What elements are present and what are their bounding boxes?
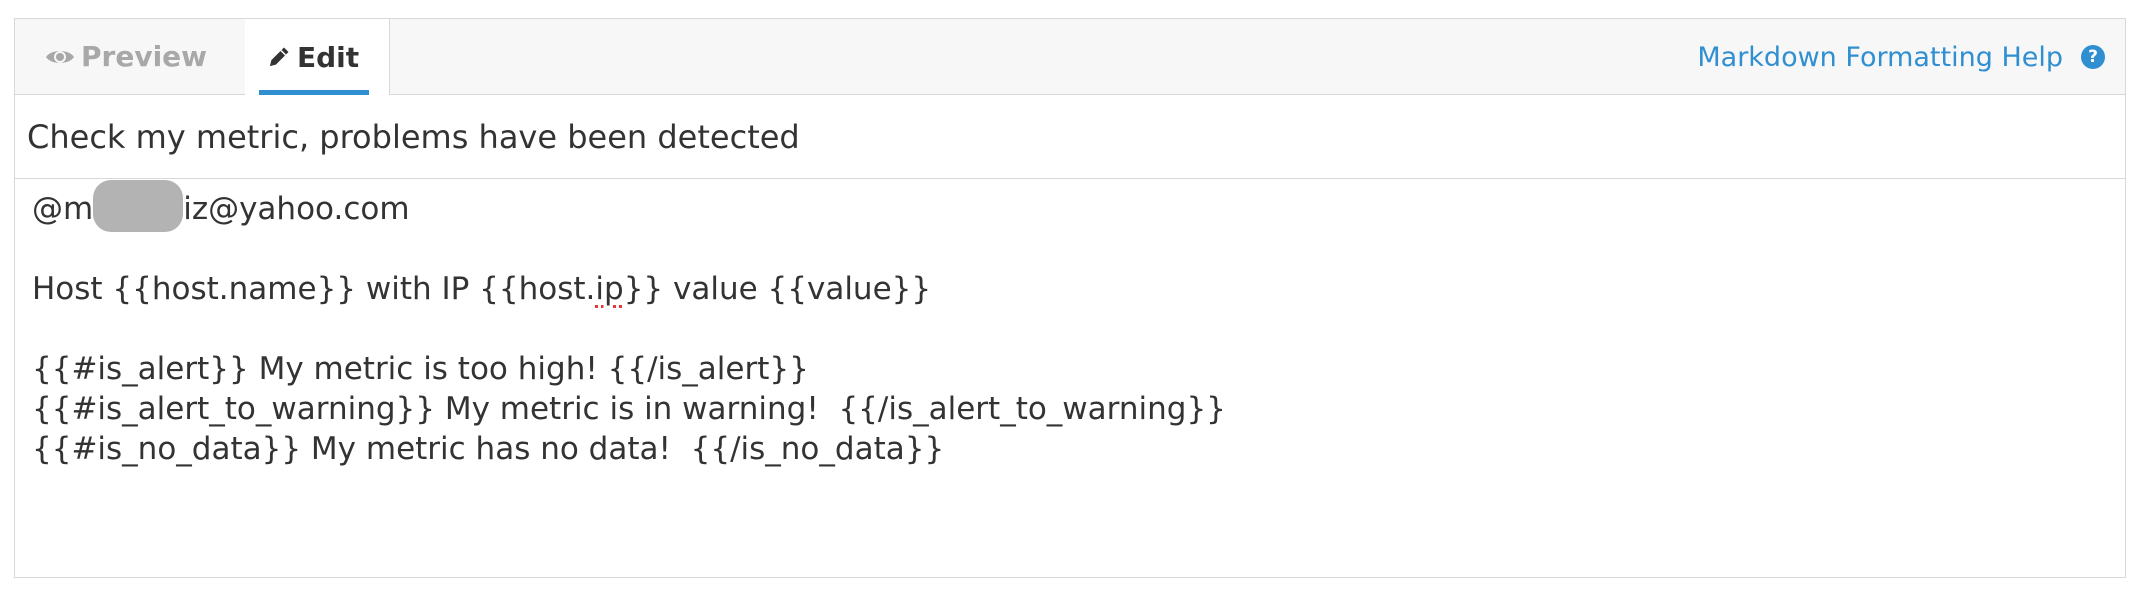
no-data-line: {{#is_no_data}} My metric has no data! {…: [32, 431, 945, 467]
host-line: Host {{host.name}} with IP {{host.ip}} v…: [32, 269, 2108, 309]
eye-icon: [45, 47, 75, 67]
markdown-help-label: Markdown Formatting Help: [1697, 41, 2063, 73]
email-line: @m iz@yahoo.com: [32, 179, 2108, 232]
tab-preview[interactable]: Preview: [15, 19, 245, 94]
tab-edit[interactable]: Edit: [245, 19, 390, 95]
question-circle-icon: ?: [2081, 45, 2105, 69]
redacted-block: [93, 179, 184, 232]
warning-line: {{#is_alert_to_warning}} My metric is in…: [32, 391, 1226, 427]
host-line-end: }} value {{value}}: [623, 271, 932, 307]
tab-preview-label: Preview: [81, 40, 208, 73]
alert-line: {{#is_alert}} My metric is too high! {{/…: [32, 351, 809, 387]
tab-edit-label: Edit: [297, 40, 360, 74]
markdown-help-link[interactable]: Markdown Formatting Help ?: [1697, 19, 2105, 95]
message-title-input[interactable]: Check my metric, problems have been dete…: [15, 95, 2125, 179]
blank-line: [32, 229, 2108, 269]
email-suffix: iz@yahoo.com: [183, 191, 410, 227]
host-line-start: Host {{host.name}} with IP {{host.: [32, 271, 596, 307]
blank-line: [32, 309, 2108, 349]
message-body-textarea[interactable]: @m iz@yahoo.com Host {{host.name}} with I…: [15, 179, 2125, 577]
email-prefix: @m: [32, 191, 94, 227]
message-title-value: Check my metric, problems have been dete…: [27, 117, 800, 156]
message-editor: Preview Edit Markdown Formatting Help ? …: [14, 18, 2126, 578]
active-tab-indicator: [259, 90, 369, 95]
editor-tab-bar: Preview Edit Markdown Formatting Help ?: [15, 19, 2125, 95]
spellcheck-word: ip: [595, 271, 624, 307]
pencil-icon: [267, 45, 291, 69]
